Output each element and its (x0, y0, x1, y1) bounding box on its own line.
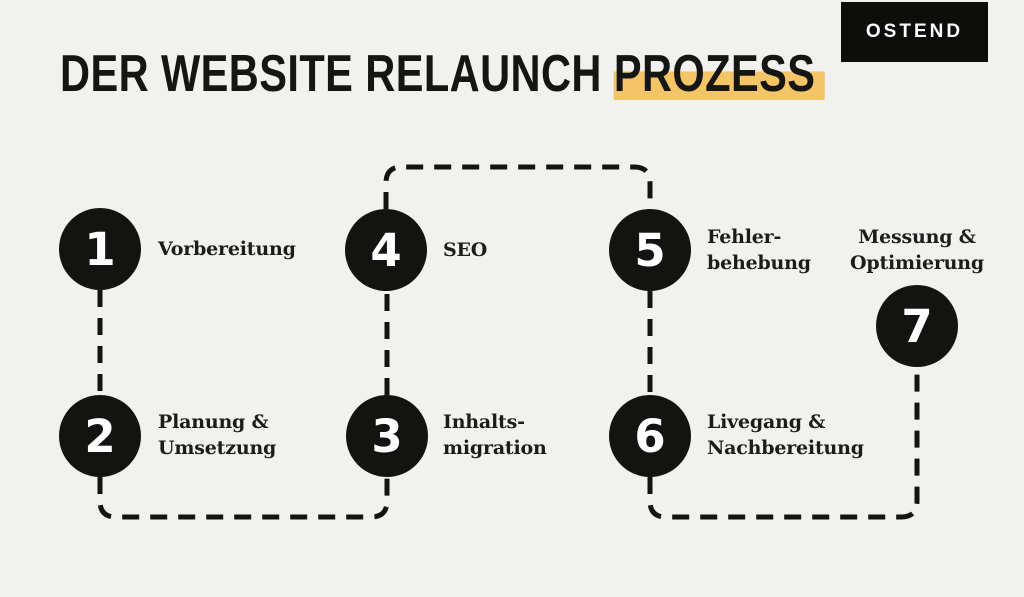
step-label-7: Messung & Optimierung (850, 226, 984, 274)
step-circle-7: 7 (876, 285, 958, 367)
step-circle-3: 3 (346, 395, 428, 477)
step-number-5: 5 (634, 223, 666, 277)
step-number-6: 6 (634, 409, 666, 463)
connector-path (97, 164, 920, 520)
step-label-4: SEO (443, 239, 488, 261)
page-title: DER WEBSITE RELAUNCH PROZESS (60, 45, 826, 103)
step-circle-6: 6 (609, 395, 691, 477)
step-label-5: Fehler- behebung (707, 226, 811, 274)
logo-text: OSTEND (865, 21, 964, 42)
step-label-2: Planung & Umsetzung (158, 411, 277, 459)
step-number-4: 4 (370, 223, 402, 277)
step-number-3: 3 (371, 409, 403, 463)
step-circle-5: 5 (609, 209, 691, 291)
step-circle-4: 4 (345, 209, 427, 291)
step-label-3: Inhalts- migration (443, 411, 547, 459)
step-label-1: Vorbereitung (158, 238, 296, 260)
step-circle-2: 2 (59, 395, 141, 477)
step-number-1: 1 (84, 222, 116, 276)
logo-badge: OSTEND (841, 2, 988, 62)
title-text: DER WEBSITE RELAUNCH (60, 45, 614, 103)
step-label-6: Livegang & Nachbereitung (707, 411, 864, 459)
step-circle-1: 1 (59, 208, 141, 290)
title-highlighted-word: PROZESS (613, 45, 826, 103)
step-number-2: 2 (84, 409, 116, 463)
step-number-7: 7 (901, 299, 933, 353)
